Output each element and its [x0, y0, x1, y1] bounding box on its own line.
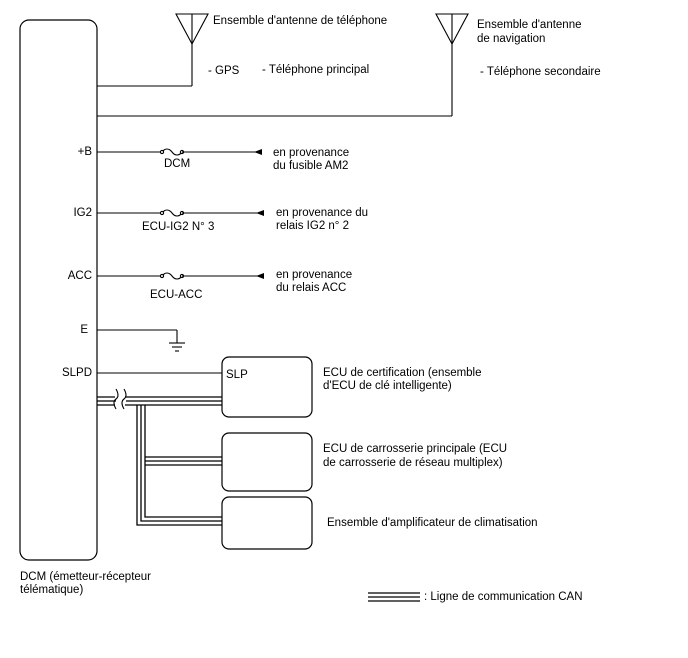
ig2-power-line	[97, 209, 264, 217]
pin-b-label: +B	[77, 146, 92, 158]
source-b-line2: du fusible AM2	[273, 160, 349, 172]
phone-antenna-main: - Téléphone principal	[262, 64, 370, 76]
source-b-line1: en provenance	[273, 147, 350, 159]
legend-can-text: : Ligne de communication CAN	[424, 591, 583, 603]
ecu-cert-pin-label: SLP	[226, 369, 248, 381]
nav-antenna-title-line1: Ensemble d'antenne	[477, 19, 582, 31]
acc-arrow-icon	[256, 273, 264, 279]
b-power-line	[97, 148, 262, 156]
phone-antenna-title: Ensemble d'antenne de téléphone	[213, 15, 388, 27]
can-break-icon	[113, 388, 127, 410]
ecu-body-box	[221, 432, 313, 492]
nav-antenna-secondary: - Téléphone secondaire	[480, 66, 601, 78]
pin-slpd-label: SLPD	[61, 367, 92, 379]
acc-power-line	[97, 272, 264, 280]
source-acc-line1: en provenance	[276, 269, 353, 281]
ecu-ac-box	[221, 496, 313, 550]
nav-antenna-icon	[97, 13, 469, 117]
source-ig2-line2: relais IG2 n° 2	[276, 220, 349, 232]
fuse-ecu-ig2-label: ECU-IG2 N° 3	[142, 221, 215, 233]
pin-acc-label: ACC	[67, 270, 92, 282]
can-bus-lines	[97, 396, 222, 526]
ecu-cert-label-line2: d'ECU de clé intelligente)	[323, 380, 452, 392]
pin-e-label: E	[80, 324, 88, 336]
dcm-box	[19, 19, 98, 561]
ig2-arrow-icon	[256, 210, 264, 216]
source-acc-line2: du relais ACC	[276, 282, 347, 294]
ecu-cert-label-line1: ECU de certification (ensemble	[323, 367, 482, 379]
fuse-dcm-label: DCM	[164, 158, 191, 170]
fuse-ecu-acc-label: ECU-ACC	[150, 289, 203, 301]
ecu-body-label-line1: ECU de carrosserie principale (ECU	[323, 443, 508, 455]
ecu-body-label-line2: de carrosserie de réseau multiplex)	[323, 457, 503, 469]
source-ig2-line1: en provenance du	[276, 207, 369, 219]
phone-antenna-gps: - GPS	[208, 65, 240, 77]
ecu-cert-box	[221, 356, 313, 418]
phone-antenna-icon	[97, 13, 209, 87]
dcm-label-line2: télématique)	[20, 584, 84, 596]
ecu-ac-label: Ensemble d'amplificateur de climatisatio…	[327, 517, 538, 529]
pin-ig2-label: IG2	[73, 207, 92, 219]
ground-icon	[97, 329, 185, 352]
b-arrow-icon	[254, 149, 262, 155]
legend-can-line-icon	[368, 592, 420, 602]
nav-antenna-title-line2: de navigation	[477, 33, 546, 45]
dcm-label-line1: DCM (émetteur-récepteur	[20, 571, 152, 583]
